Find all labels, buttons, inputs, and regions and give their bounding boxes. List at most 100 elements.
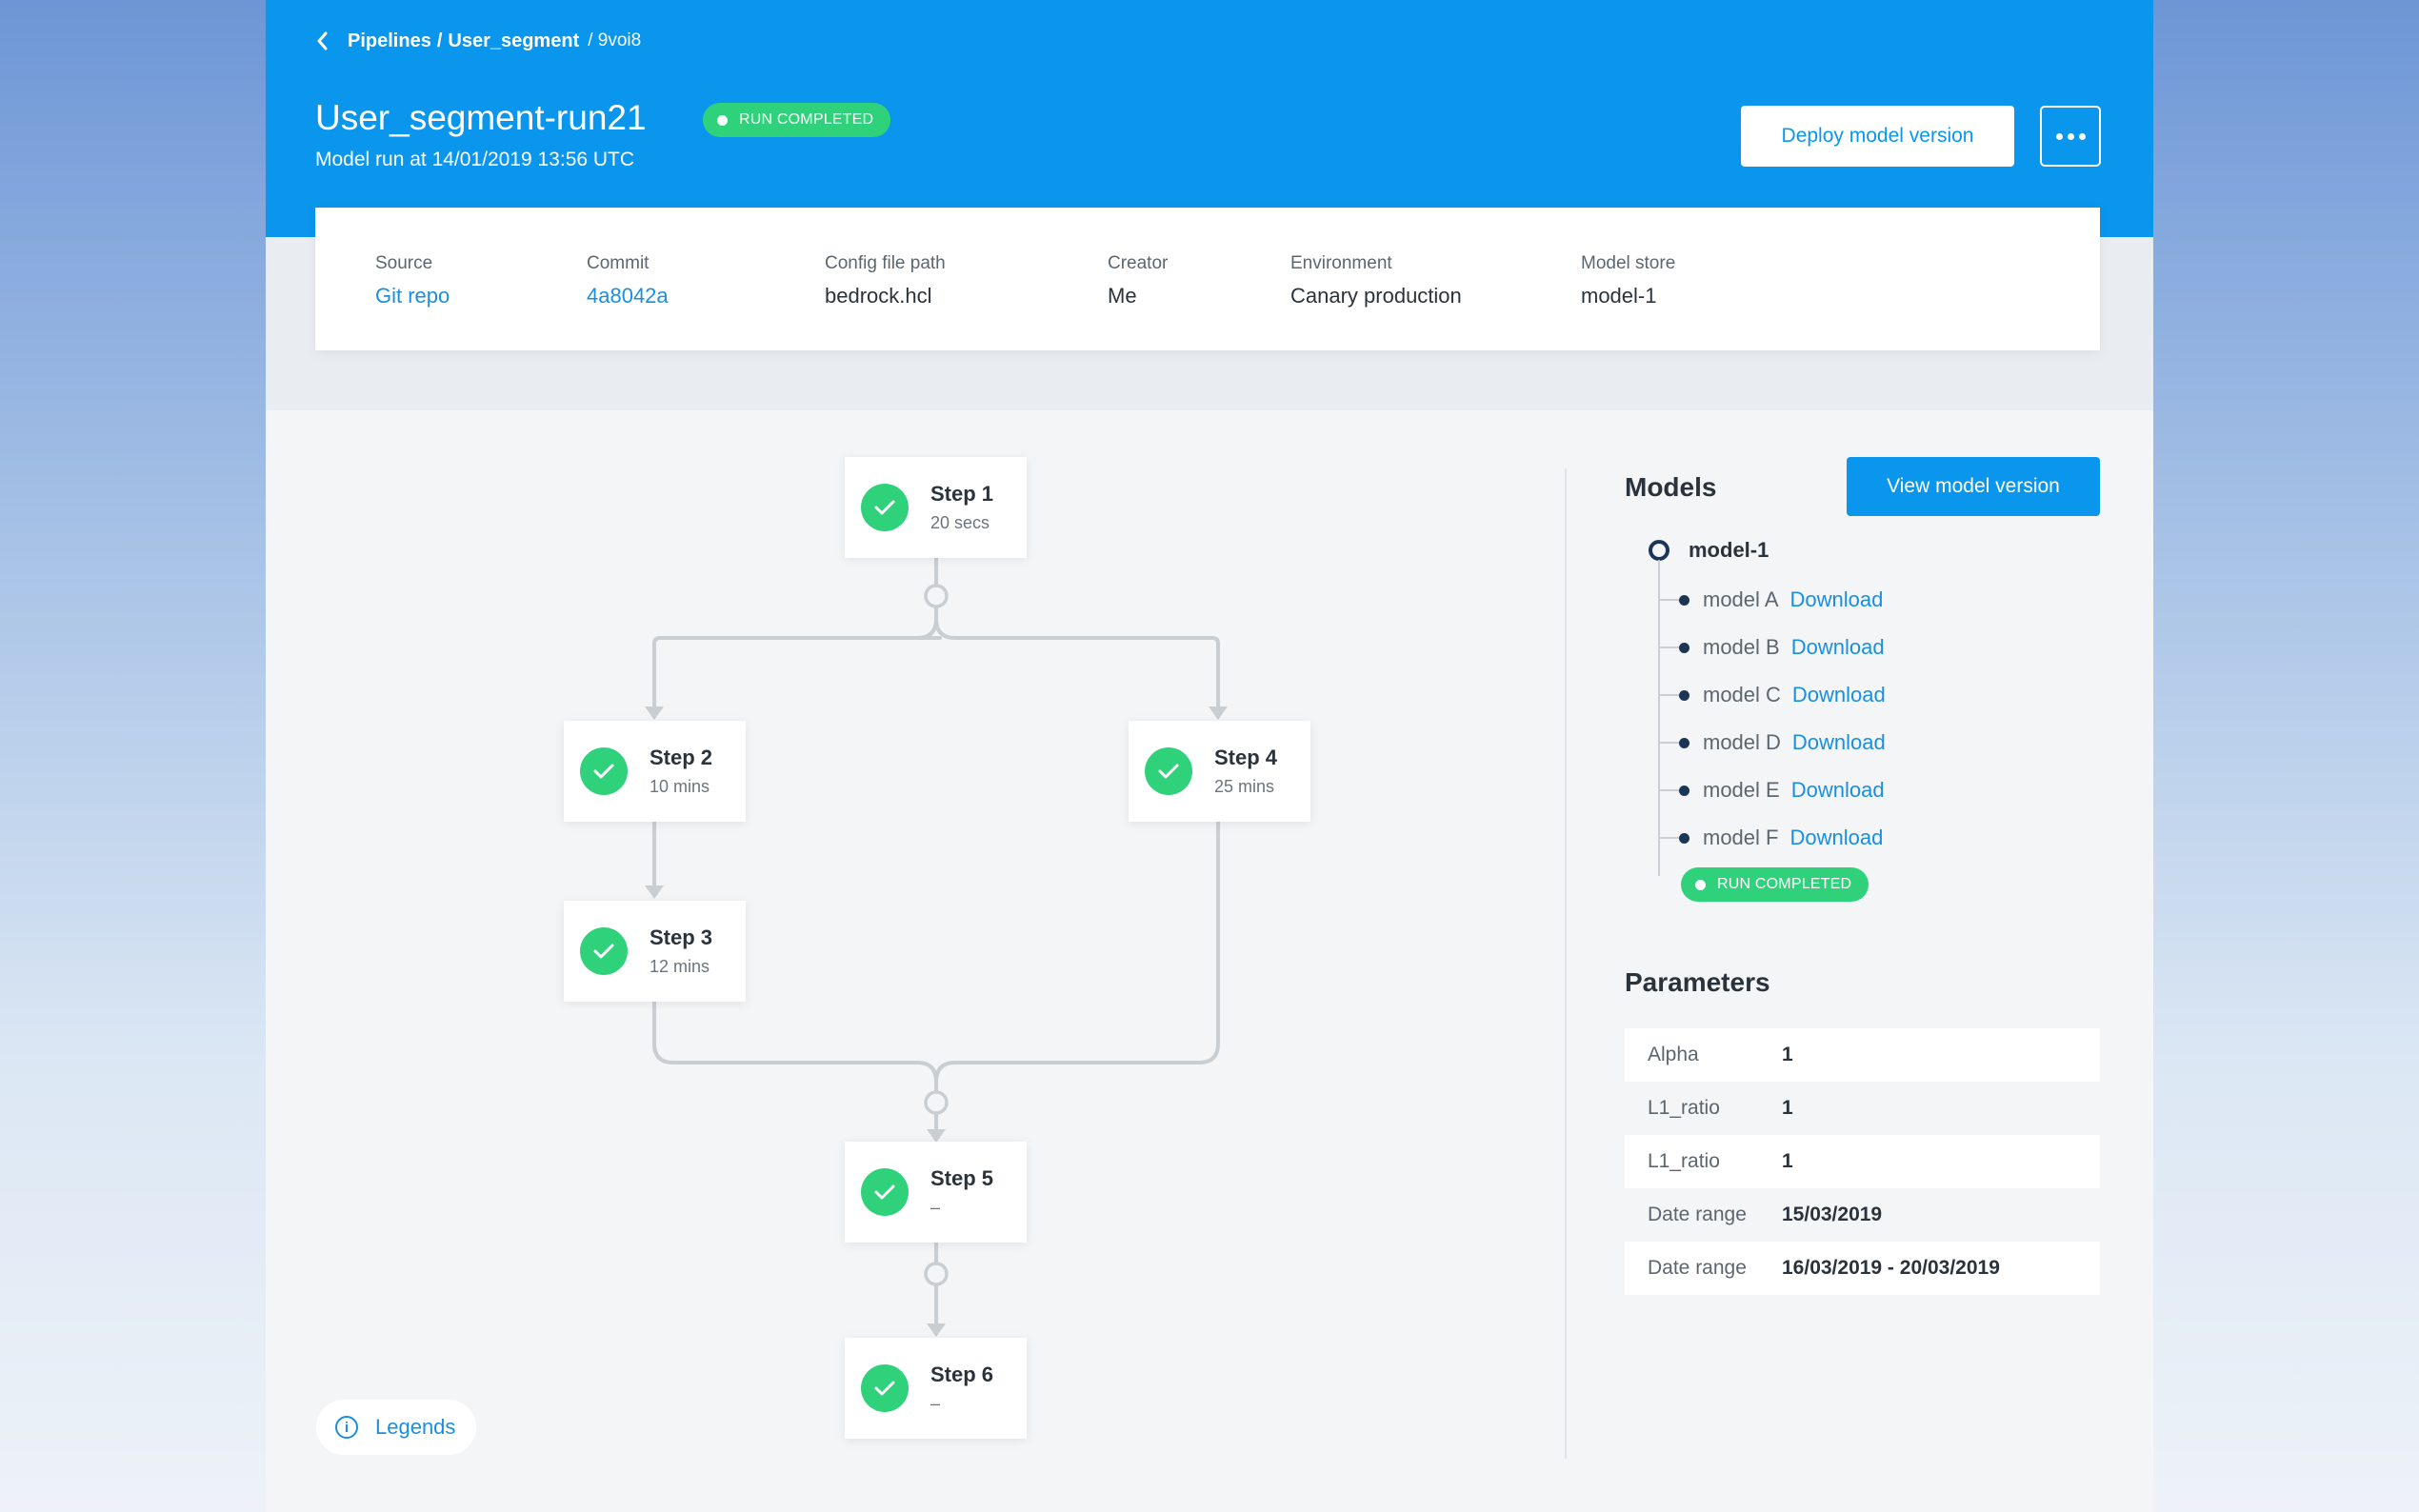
check-circle-icon [580,747,628,795]
arrowhead [1209,706,1228,720]
model-name: model F [1703,826,1779,849]
breadcrumb-pipelines-link[interactable]: Pipelines [348,30,431,51]
download-link[interactable]: Download [1791,730,1886,754]
meta-label: Commit [587,253,650,273]
meta-label: Creator [1108,253,1169,273]
param-key: Date range [1648,1204,1747,1225]
meta-label: Model store [1581,253,1676,273]
model-item: model B Download [1658,633,1885,662]
download-link[interactable]: Download [1790,778,1885,802]
download-link[interactable]: Download [1789,826,1884,849]
arrowhead [927,1323,946,1337]
table-row: Date range 16/03/2019 - 20/03/2019 [1625,1242,2100,1295]
status-badge: RUN COMPLETED [703,103,891,137]
step-node[interactable]: Step 3 12 mins [564,901,746,1002]
meta-value: Me [1108,284,1137,308]
meta-config: Config file path bedrock.hcl [825,253,946,308]
connector-step4-join [934,819,1220,1084]
param-key: Date range [1648,1257,1747,1279]
model-name: model D [1703,730,1781,754]
commit-link[interactable]: 4a8042a [587,284,669,308]
download-link[interactable]: Download [1790,635,1885,659]
table-row: Date range 15/03/2019 [1625,1188,2100,1242]
back-chevron-icon[interactable] [315,30,329,52]
meta-value: model-1 [1581,284,1657,308]
bullet-icon [1679,832,1689,844]
step-duration: 10 mins [650,777,710,796]
param-key: L1_ratio [1648,1150,1720,1172]
models-heading: Models [1625,472,1717,502]
step-name: Step 2 [650,746,713,769]
run-metadata-card: Source Git repo Commit 4a8042a Config fi… [315,208,2100,350]
tree-branch [1658,647,1679,648]
status-dot-icon [717,114,728,126]
model-name: model C [1703,683,1781,706]
step-node[interactable]: Step 5 – [845,1142,1027,1243]
more-options-button[interactable] [2040,106,2101,167]
step-duration: 12 mins [650,957,710,976]
model-item: model E Download [1658,776,1885,805]
model-item: model C Download [1658,681,1886,709]
status-dot-icon [1695,879,1706,890]
deploy-model-version-button[interactable]: Deploy model version [1741,106,2014,167]
status-badge-label: RUN COMPLETED [1717,876,1852,892]
bullet-icon [1679,737,1689,748]
download-link[interactable]: Download [1791,683,1886,706]
join-node-icon [924,1090,949,1115]
breadcrumb: Pipelines / User_segment / 9voi8 [315,30,641,52]
step-name: Step 3 [650,925,713,949]
meta-environment: Environment Canary production [1290,253,1462,308]
param-value: 1 [1782,1150,1793,1172]
bullet-icon [1679,689,1689,701]
meta-label: Environment [1290,253,1392,273]
bullet-icon [1679,594,1689,606]
breadcrumb-run-id: / 9voi8 [588,30,642,50]
step-node[interactable]: Step 2 10 mins [564,721,746,822]
step-duration: 20 secs [930,513,990,532]
check-circle-icon [861,1364,909,1412]
step-duration: – [930,1198,941,1217]
step-duration: – [930,1394,941,1413]
model-root-name: model-1 [1689,538,1769,562]
param-key: Alpha [1648,1044,1699,1065]
connector-step3-join [652,1000,938,1093]
check-circle-icon [861,1168,909,1216]
model-item: model F Download [1658,824,1883,852]
breadcrumb-pipeline-link[interactable]: User_segment [448,30,580,51]
step-node[interactable]: Step 6– [845,1338,1027,1439]
meta-commit: Commit 4a8042a [587,253,669,308]
step-name: Step 1 [930,482,994,506]
meta-value: bedrock.hcl [825,284,932,308]
panel-divider [1565,468,1567,1459]
meta-creator: Creator Me [1108,253,1168,308]
step-duration: 25 mins [1214,777,1275,796]
tree-branch [1658,599,1679,601]
more-horizontal-icon [2055,132,2063,140]
model-tree-root[interactable]: model-1 [1649,538,1769,563]
tree-branch [1658,742,1679,744]
table-row: L1_ratio 1 [1625,1082,2100,1135]
source-link[interactable]: Git repo [375,284,450,308]
connector-to-step2 [652,606,942,710]
node-ring-icon [1649,540,1669,561]
app-window: Pipelines / User_segment / 9voi8 User_se… [266,0,2153,1512]
parameters-table: Alpha 1 L1_ratio 1 L1_ratio 1 Date range… [1625,1028,2100,1295]
join-node-icon [924,1262,949,1286]
legends-button[interactable]: i Legends [316,1400,476,1455]
info-icon: i [335,1416,358,1439]
arrowhead [927,1129,946,1143]
step-name: Step 5 [930,1166,994,1190]
meta-value: Canary production [1290,284,1462,308]
download-link[interactable]: Download [1789,587,1884,611]
param-key: L1_ratio [1648,1097,1720,1119]
run-timestamp: Model run at 14/01/2019 13:56 UTC [315,149,635,170]
model-name: model B [1703,635,1780,659]
step-node[interactable]: Step 1 20 secs [845,457,1027,558]
view-model-version-button[interactable]: View model version [1847,457,2100,516]
param-value: 15/03/2019 [1782,1204,1883,1225]
meta-source: Source Git repo [375,253,450,308]
more-dot [2067,132,2074,140]
model-item: model D Download [1658,728,1886,757]
tree-line [1658,560,1660,876]
